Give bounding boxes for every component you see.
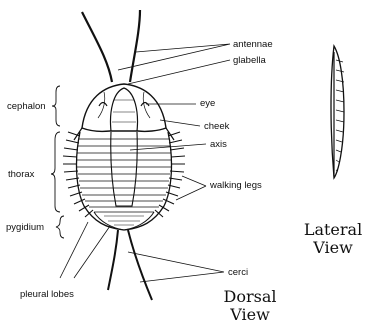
- cephalon-shield: [82, 84, 166, 131]
- right-antenna: [130, 10, 140, 82]
- pygidium-label: pygidium: [6, 223, 44, 233]
- dorsal-view-line1: Dorsal: [206, 288, 294, 306]
- dorsal-view-caption: Dorsal View: [206, 288, 294, 325]
- lateral-view-drawing: [331, 46, 344, 178]
- glabella-label: glabella: [233, 56, 266, 66]
- left-antenna: [82, 12, 112, 82]
- cheek-label: cheek: [204, 122, 229, 132]
- cephalon-label: cephalon: [7, 102, 46, 112]
- pleural-lobes-label: pleural lobes: [20, 290, 74, 300]
- pygidium-brace: [56, 216, 64, 238]
- lateral-view-line2: View: [298, 239, 368, 257]
- cerci-label: cerci: [228, 268, 248, 278]
- cephalon-brace: [52, 86, 60, 126]
- thorax-brace: [51, 132, 60, 212]
- left-cercus: [108, 230, 118, 290]
- thorax-segments: [77, 139, 171, 212]
- dorsal-view-line2: View: [206, 306, 294, 324]
- eye-left: [99, 103, 107, 107]
- axis-label: axis: [210, 140, 227, 150]
- lateral-view-line1: Lateral: [298, 221, 368, 239]
- lateral-view-caption: Lateral View: [298, 221, 368, 258]
- region-braces: [51, 86, 64, 238]
- walking-legs-label: walking legs: [210, 181, 262, 191]
- glabella: [111, 88, 138, 131]
- eye-label: eye: [200, 99, 215, 109]
- thorax-label: thorax: [8, 170, 34, 180]
- antennae-label: antennae: [233, 40, 273, 50]
- leader-lines: [60, 44, 230, 282]
- right-cercus: [128, 230, 152, 300]
